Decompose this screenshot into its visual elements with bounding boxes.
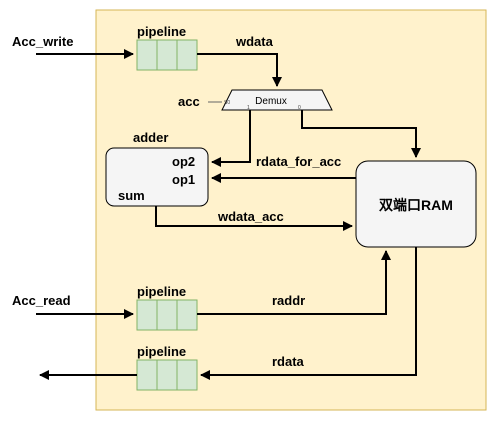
dual-port-ram-label: 双端口RAM	[379, 197, 453, 213]
wire-raddr	[197, 250, 391, 315]
demux-block[interactable]	[221, 89, 333, 111]
adder-sum-port: sum	[118, 188, 145, 203]
pipeline-rdata[interactable]	[136, 359, 198, 391]
pipeline-write-stage-3	[176, 39, 198, 71]
input-acc-read-label: Acc_read	[12, 293, 71, 308]
adder-op2-port: op2	[172, 154, 195, 169]
demux-sel-pin: S0	[224, 100, 230, 106]
signal-rdata-label: rdata	[272, 354, 305, 369]
signal-raddr-label: raddr	[272, 293, 305, 308]
pipeline-read-stage-2	[156, 299, 178, 331]
wire-wdata	[197, 53, 282, 87]
wire-wdata-acc	[155, 206, 353, 231]
pipeline-write-label: pipeline	[137, 24, 186, 39]
demux-out0-pin: 0	[298, 105, 301, 111]
pipeline-rdata-stage-1	[136, 359, 158, 391]
wire-demux-to-adder-op2	[211, 110, 251, 167]
demux-out1-pin: 1	[247, 105, 250, 111]
pipeline-read[interactable]	[136, 299, 198, 331]
adder-title: adder	[133, 130, 168, 145]
pipeline-read-label: pipeline	[137, 284, 186, 299]
pipeline-rdata-stage-2	[156, 359, 178, 391]
input-acc-write-label: Acc_write	[12, 34, 73, 49]
pipeline-rdata-label: pipeline	[137, 344, 186, 359]
signal-wdata-acc-label: wdata_acc	[217, 209, 284, 224]
input-acc-label: acc	[178, 94, 200, 109]
pipeline-write[interactable]	[136, 39, 198, 71]
pipeline-write-stage-1	[136, 39, 158, 71]
pipeline-read-stage-3	[176, 299, 198, 331]
demux-label: Demux	[255, 96, 287, 107]
wire-demux-to-ram	[301, 110, 421, 158]
pipeline-read-stage-1	[136, 299, 158, 331]
wire-rdata	[200, 247, 417, 380]
adder-op1-port: op1	[172, 172, 195, 187]
pipeline-rdata-stage-3	[176, 359, 198, 391]
signal-wdata-label: wdata	[235, 34, 274, 49]
signal-rdata-for-acc-label: rdata_for_acc	[256, 154, 341, 169]
pipeline-write-stage-2	[156, 39, 178, 71]
